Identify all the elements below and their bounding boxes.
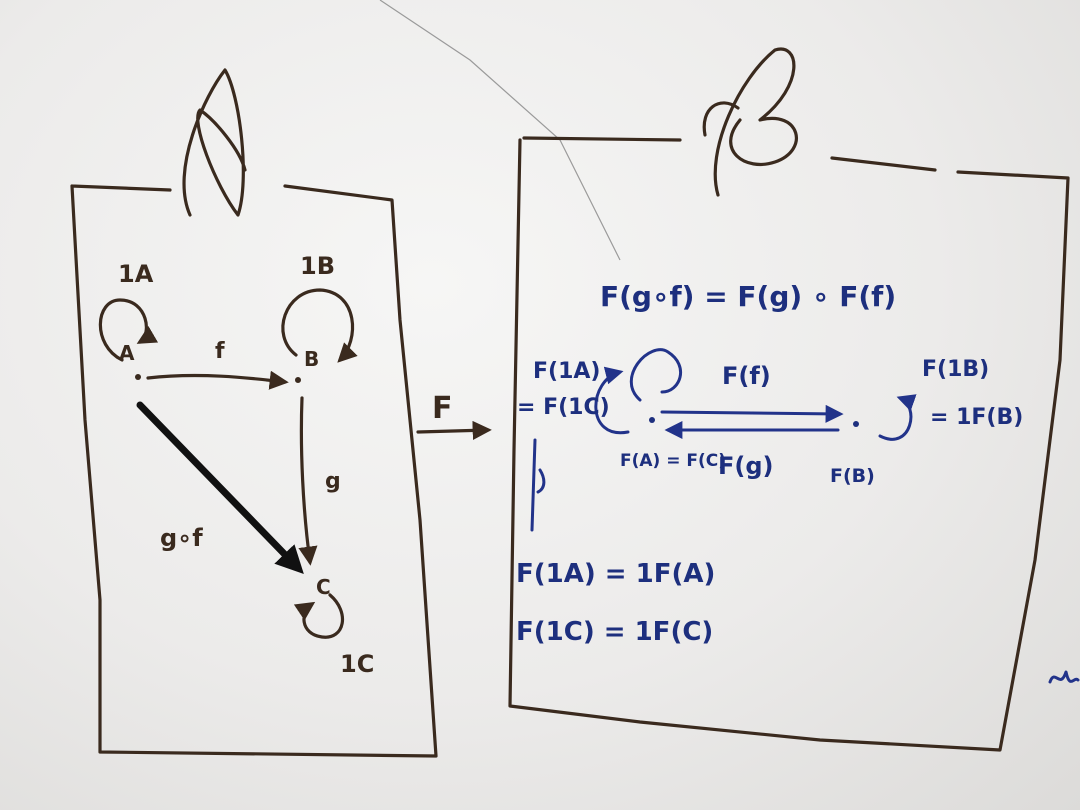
functor-label: F xyxy=(432,391,453,426)
object-a-dot xyxy=(135,374,141,380)
category-a: 1A 1B 1C A B C f g g∘f xyxy=(70,68,438,758)
object-label-c: C xyxy=(316,575,331,599)
functor: F xyxy=(416,391,492,441)
identity-loop-fb xyxy=(878,394,917,441)
identity-label-fb-eq: = 1F(B) xyxy=(930,405,1023,430)
identity-loop-fa-left xyxy=(594,366,630,435)
category-a-box xyxy=(70,184,438,758)
category-b: F(g∘f) = F(g) ∘ F(f) F(1A) = F(1C) F(1B)… xyxy=(508,47,1070,752)
object-b-dot xyxy=(295,377,301,383)
identity-label-b: 1B xyxy=(300,252,335,280)
identity-loop-b xyxy=(281,288,358,363)
object-label-fb: F(B) xyxy=(830,465,875,487)
morphism-gof-arrow xyxy=(136,401,304,575)
identity-loop-a xyxy=(98,298,159,362)
identity-label-c: 1C xyxy=(340,650,374,678)
composition-law: F(g∘f) = F(g) ∘ F(f) xyxy=(600,280,896,313)
identity-label-fa-eq: = F(1C) xyxy=(517,395,610,420)
morphism-g-arrow xyxy=(298,396,318,566)
functor-arrow xyxy=(416,420,492,441)
identity-loop-c xyxy=(293,593,345,639)
object-fb-dot xyxy=(853,421,859,427)
category-a-title-glyph xyxy=(182,68,247,217)
identity-label-fb: F(1B) xyxy=(922,357,989,382)
object-label-b: B xyxy=(304,347,319,371)
category-b-title-glyph xyxy=(713,47,798,197)
object-label-a: A xyxy=(119,341,135,365)
edge-scribble xyxy=(1048,670,1080,684)
morphism-label-gof: g∘f xyxy=(160,524,203,552)
morphism-ff-arrow xyxy=(660,404,844,423)
object-fa-dot xyxy=(649,417,655,423)
identity-label-fa: F(1A) xyxy=(533,359,600,384)
morphism-label-ff: F(f) xyxy=(722,362,771,390)
doodle-stroke xyxy=(530,438,546,532)
identity-law-c: F(1C) = 1F(C) xyxy=(516,617,713,647)
category-b-box xyxy=(508,136,1070,752)
morphism-label-f: f xyxy=(215,339,225,364)
morphism-label-fg: F(g) xyxy=(718,452,774,480)
morphism-f-arrow xyxy=(146,370,289,390)
identity-law-a: F(1A) = 1F(A) xyxy=(516,559,715,589)
category-b-title-flourish xyxy=(702,101,740,137)
object-label-fa-fc: F(A) = F(C) xyxy=(620,451,726,471)
morphism-label-g: g xyxy=(325,469,341,494)
identity-label-a: 1A xyxy=(118,260,154,288)
identity-loop-fa-top xyxy=(629,348,682,402)
board-scratch xyxy=(379,0,621,261)
